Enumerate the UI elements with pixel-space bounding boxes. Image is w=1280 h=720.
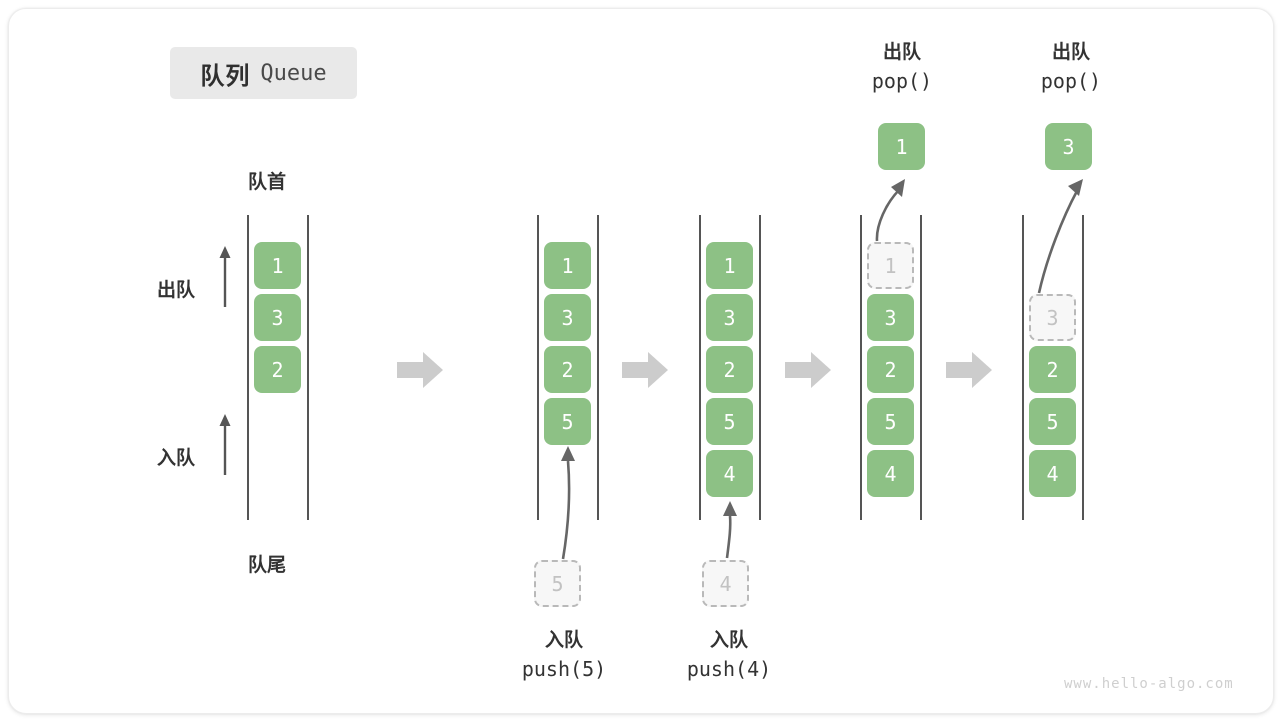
queue-cell: 2 [706,346,753,393]
push5-pre: push( [521,657,583,681]
queue-cell: 5 [544,398,591,445]
title-cn: 队列 [200,62,251,90]
incoming-ghost-cell: 5 [534,560,581,607]
queue-cell: 1 [254,242,301,289]
queue-cell-ghost: 3 [1029,294,1076,341]
rail-left [247,215,249,520]
rail-right [759,215,761,520]
queue-cell: 5 [1029,398,1076,445]
queue-cell: 1 [706,242,753,289]
queue-cell: 4 [1029,450,1076,497]
dequeue-arrow-icon [219,246,231,307]
step-arrow-icon [785,352,831,388]
step-arrow-icon [622,352,668,388]
push-arrow-icon [723,501,737,559]
pop2-caption-cn: 出队 [1051,42,1090,63]
push5-val: 5 [582,657,595,681]
step-arrow-icon [946,352,992,388]
diagram-title: 队列 Queue [170,47,357,99]
queue-cell: 2 [544,346,591,393]
queue-cell: 3 [544,294,591,341]
rail-left [699,215,701,520]
push4-caption: 入队 push(4) [640,628,818,684]
title-en: Queue [260,60,327,86]
popped-cell: 3 [1045,123,1092,170]
push5-caption: 入队 push(5) [475,628,653,684]
rail-left [1022,215,1024,520]
push4-val: 4 [747,657,760,681]
front-label: 队首 [248,172,287,193]
queue-cell: 5 [706,398,753,445]
diagram-card: 队列 Queue 队首 队尾 出队 入队 1 3 2 1 3 2 5 5 [8,8,1274,714]
pop1-caption-code: pop() [871,69,933,93]
rail-left [860,215,862,520]
push5-caption-code: push(5) [475,654,653,684]
pop2-caption-code: pop() [1040,69,1102,93]
push4-post: ) [759,657,772,681]
queue-cell-ghost: 1 [867,242,914,289]
enqueue-label: 入队 [157,448,196,469]
incoming-ghost-cell: 4 [702,560,749,607]
watermark: www.hello-algo.com [1064,676,1234,692]
queue-cell: 3 [867,294,914,341]
rail-right [920,215,922,520]
push4-caption-code: push(4) [640,654,818,684]
queue-cell: 4 [706,450,753,497]
pop2-caption: 出队 pop() [982,40,1160,96]
pop-arrow-icon [1037,179,1083,294]
push5-caption-cn: 入队 [544,630,583,651]
push4-pre: push( [686,657,748,681]
dequeue-label: 出队 [157,280,196,301]
rear-label: 队尾 [248,555,287,576]
rail-left [537,215,539,520]
push5-post: ) [594,657,607,681]
rail-right [1082,215,1084,520]
queue-cell: 2 [1029,346,1076,393]
queue-cell: 2 [254,346,301,393]
queue-cell: 1 [544,242,591,289]
step-arrow-icon [397,352,443,388]
enqueue-arrow-icon [219,414,231,475]
pop1-caption: 出队 pop() [813,40,991,96]
queue-cell: 4 [867,450,914,497]
queue-cell: 5 [867,398,914,445]
pop-arrow-icon [875,179,905,242]
push-arrow-icon [561,446,575,560]
popped-cell: 1 [878,123,925,170]
rail-right [597,215,599,520]
queue-cell: 2 [867,346,914,393]
pop1-caption-cn: 出队 [882,42,921,63]
queue-cell: 3 [706,294,753,341]
rail-right [307,215,309,520]
push4-caption-cn: 入队 [709,630,748,651]
queue-cell: 3 [254,294,301,341]
